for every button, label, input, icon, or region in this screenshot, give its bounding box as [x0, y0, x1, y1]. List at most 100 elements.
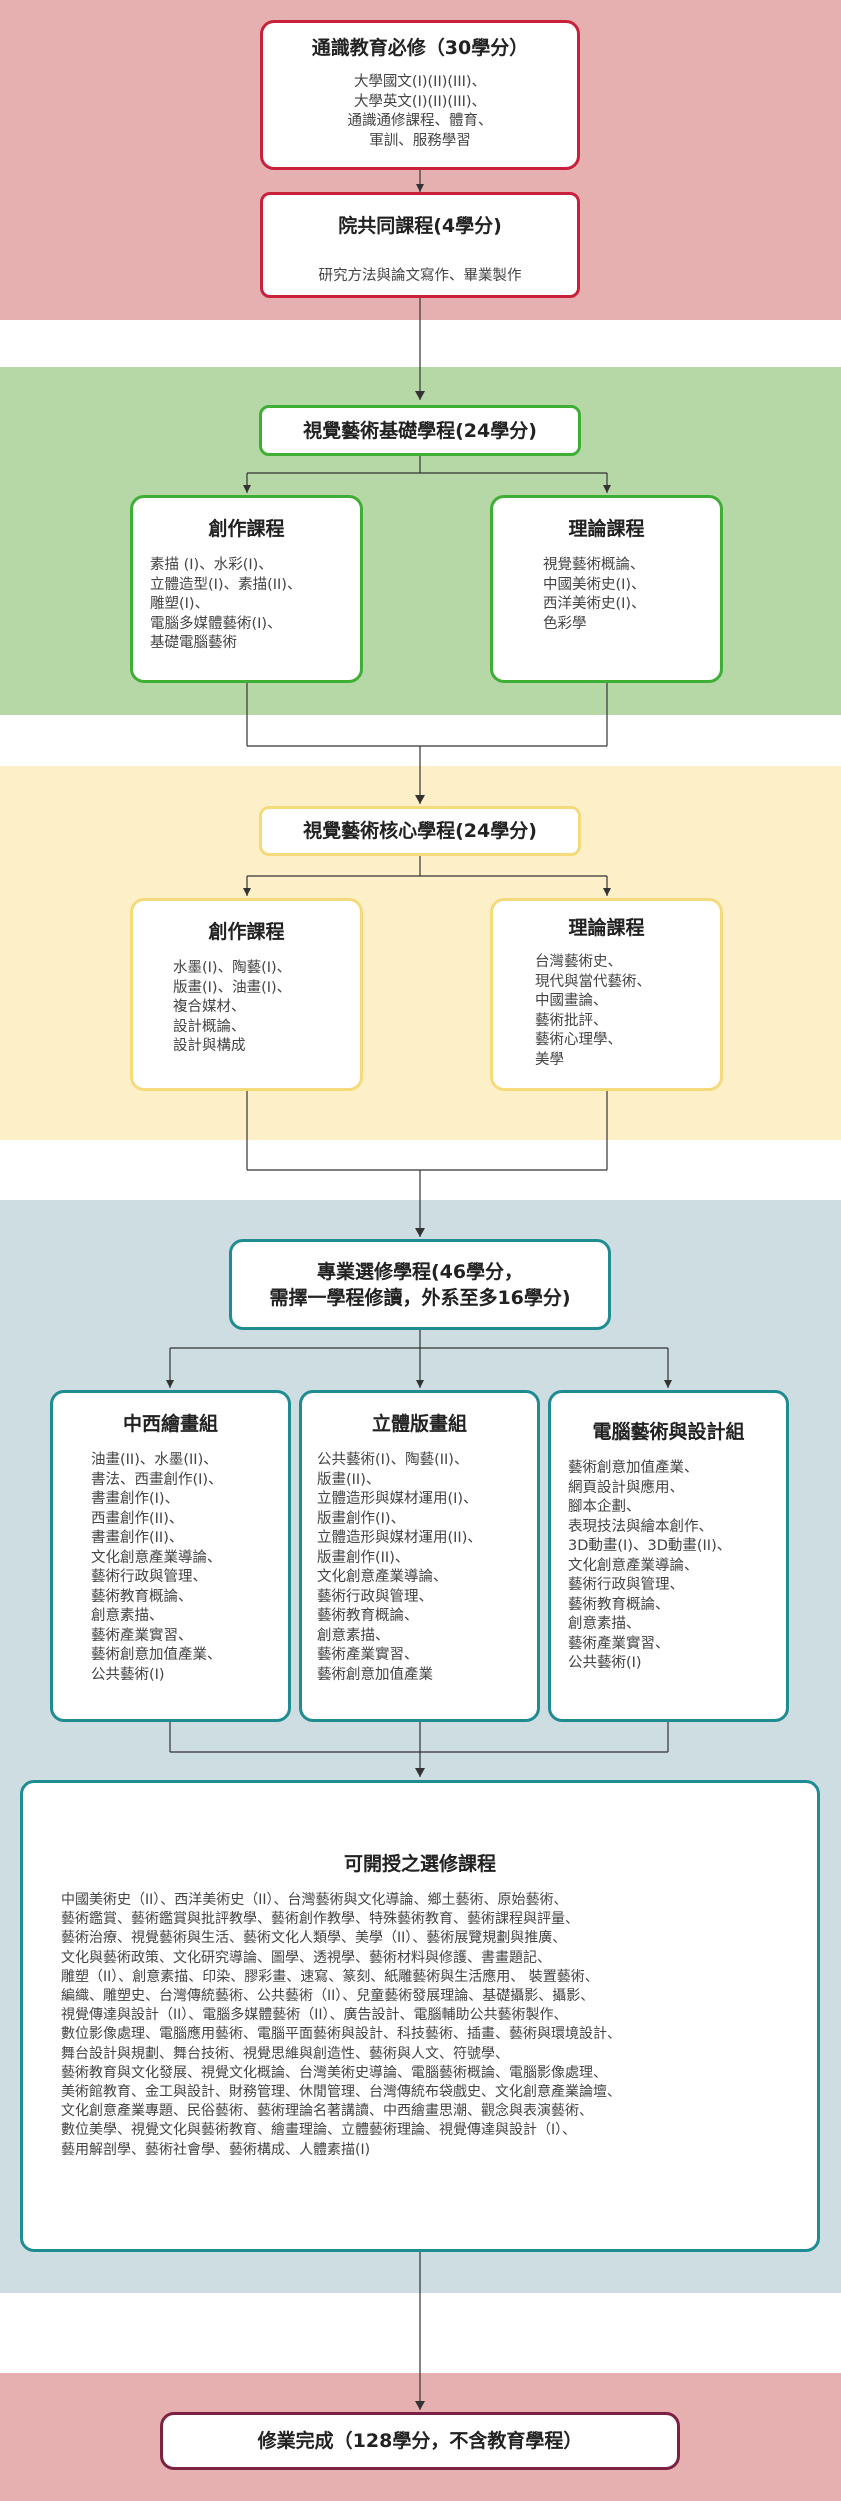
- course-line: 藝術教育概論、: [317, 1608, 419, 1624]
- course-line: 雕塑(I)、: [150, 596, 210, 612]
- course-line: 藝術產業實習、: [317, 1647, 419, 1663]
- course-line: 設計概論、: [173, 1018, 246, 1035]
- open-electives-courses: 中國美術史（II）、西洋美術史（II）、台灣藝術與文化導論、鄉土藝術、原始藝術、…: [23, 1891, 817, 2160]
- course-line: 中國美術史（II）、西洋美術史（II）、台灣藝術與文化導論、鄉土藝術、原始藝術、: [61, 1892, 568, 1908]
- course-line: 油畫(II)、水墨(II)、: [91, 1452, 218, 1468]
- digital-group-box: 電腦藝術與設計組 藝術創意加值產業、 網頁設計與應用、 腳本企劃、 表現技法與繪…: [548, 1390, 789, 1722]
- completion-title: 修業完成（128學分，不含教育學程）: [257, 2430, 583, 2452]
- college-common-detail: [260, 192, 580, 256]
- course-line: 藝術教育概論、: [568, 1596, 670, 1613]
- course-line: 公共藝術(I): [568, 1655, 642, 1671]
- course-line: 西洋美術史(I)、: [543, 596, 646, 612]
- elective-program-title-line1: 專業選修學程(46學分，: [316, 1260, 524, 1283]
- core-program-title: 視覺藝術核心學程(24學分): [303, 820, 537, 842]
- course-line: 創意素描、: [91, 1608, 164, 1624]
- core-creative-courses: 水墨(I)、陶藝(I)、 版畫(I)、油畫(I)、 複合媒材、 設計概論、 設計…: [133, 959, 360, 1057]
- college-common-courses: 研究方法與論文寫作、畢業製作: [318, 268, 522, 284]
- course-line: 文化與藝術政策、文化研究導論、圖學、透視學、藝術材料與修護、書畫題記、: [61, 1949, 551, 1966]
- course-line: 數位美學、視覺文化與藝術教育、繪畫理論、立體藝術理論、視覺傳達與設計（I）、: [61, 2122, 577, 2139]
- course-line: 藝術教育與文化發展、視覺文化概論、台灣美術史導論、電腦藝術概論、電腦影像處理、: [61, 2064, 607, 2081]
- course-line: 軍訓、服務學習: [369, 132, 471, 149]
- core-theory-box: 理論課程 台灣藝術史、 現代與當代藝術、 中國畫論、 藝術批評、 藝術心理學、 …: [490, 898, 723, 1091]
- course-line: 藝術治療、視覺藝術與生活、藝術文化人類學、美學（II）、藝術展覽規劃與推廣、: [61, 1930, 567, 1947]
- basic-theory-box: 理論課程 視覺藝術概論、 中國美術史(I)、 西洋美術史(I)、 色彩學: [490, 495, 723, 683]
- course-line: 電腦多媒體藝術(I)、: [150, 615, 282, 632]
- painting-group-title: 中西繪畫組: [122, 1413, 218, 1435]
- course-line: 大學國文(I)(II)(III)、: [353, 74, 487, 90]
- basic-creative-box: 創作課程 素描 (I)、水彩(I)、 立體造型(I)、素描(II)、 雕塑(I)…: [130, 495, 363, 683]
- course-line: 文化創意產業專題、民俗藝術、藝術理論名著講讀、中西繪畫思潮、觀念與表演藝術、: [61, 2103, 593, 2120]
- core-theory-courses: 台灣藝術史、 現代與當代藝術、 中國畫論、 藝術批評、 藝術心理學、 美學: [493, 953, 720, 1070]
- painting-group-box: 中西繪畫組 油畫(II)、水墨(II)、 書法、西畫創作(I)、 書畫創作(I)…: [50, 1390, 291, 1722]
- course-line: 立體造形與媒材運用(I)、: [317, 1491, 478, 1507]
- course-line: 複合媒材、: [173, 999, 246, 1015]
- basic-theory-title: 理論課程: [568, 518, 645, 540]
- course-line: 公共藝術(I)、陶藝(II)、: [317, 1452, 469, 1468]
- course-line: 藝術教育概論、: [91, 1588, 193, 1605]
- course-line: 創意素描、: [317, 1627, 390, 1644]
- sculpture-group-title: 立體版畫組: [371, 1413, 467, 1435]
- course-line: 書法、西畫創作(I)、: [91, 1471, 223, 1488]
- course-line: 藝術創意加值產業、: [91, 1647, 222, 1663]
- course-line: 文化創意產業導論、: [91, 1549, 222, 1566]
- course-line: 舞台設計與規劃、舞台技術、視覺思維與創造性、藝術與人文、符號學、: [61, 2045, 509, 2062]
- course-line: 素描 (I)、水彩(I)、: [150, 557, 273, 573]
- course-line: 藝術行政與管理、: [317, 1588, 433, 1605]
- course-line: 中國美術史(I)、: [543, 576, 646, 593]
- general-education-courses: 大學國文(I)(II)(III)、 大學英文(I)(II)(III)、 通識通修…: [263, 73, 577, 151]
- basic-program-title: 視覺藝術基礎學程(24學分): [303, 419, 537, 442]
- course-line: 藝術產業實習、: [568, 1635, 670, 1652]
- basic-program-header: 視覺藝術基礎學程(24學分): [259, 405, 581, 456]
- course-line: 版畫創作(II)、: [317, 1549, 410, 1566]
- elective-program-title-line2: 需擇一學程修讀，外系至多16學分): [269, 1286, 571, 1309]
- course-line: 藝術創意加值產業: [317, 1666, 433, 1683]
- course-line: 雕塑（II）、創意素描、印染、膠彩畫、速寫、篆刻、紙雕藝術與生活應用、 裝置藝術…: [61, 1968, 599, 1985]
- course-line: 文化創意產業導論、: [317, 1569, 448, 1585]
- course-line: 西畫創作(II)、: [91, 1510, 184, 1527]
- basic-creative-title: 創作課程: [208, 518, 285, 540]
- digital-group-courses: 藝術創意加值產業、 網頁設計與應用、 腳本企劃、 表現技法與繪本創作、 3D動畫…: [551, 1459, 786, 1674]
- course-line: 公共藝術(I): [91, 1666, 165, 1683]
- painting-group-courses: 油畫(II)、水墨(II)、 書法、西畫創作(I)、 書畫創作(I)、 西畫創作…: [53, 1451, 288, 1685]
- course-line: 藝術鑑賞、藝術鑑賞與批評教學、藝術創作教學、特殊藝術教育、藝術課程與評量、: [61, 1911, 579, 1928]
- course-line: 藝術心理學、: [535, 1032, 622, 1048]
- course-line: 版畫(I)、油畫(I)、: [173, 979, 292, 996]
- course-line: 編織、雕塑史、台灣傳統藝術、公共藝術（II）、兒童藝術發展理論、基礎攝影、攝影、: [61, 1988, 595, 2005]
- course-line: 色彩學: [543, 615, 587, 632]
- course-line: 設計與構成: [173, 1038, 246, 1054]
- course-line: 立體造形與媒材運用(II)、: [317, 1530, 482, 1546]
- sculpture-group-box: 立體版畫組 公共藝術(I)、陶藝(II)、 版畫(II)、 立體造形與媒材運用(…: [299, 1390, 540, 1722]
- sculpture-group-courses: 公共藝術(I)、陶藝(II)、 版畫(II)、 立體造形與媒材運用(I)、 版畫…: [302, 1451, 537, 1685]
- open-electives-title: 可開授之選修課程: [343, 1853, 496, 1875]
- digital-group-title: 電腦藝術與設計組: [592, 1421, 745, 1443]
- course-line: 藝術行政與管理、: [91, 1569, 207, 1585]
- course-line: 大學英文(I)(II)(III)、: [353, 93, 487, 110]
- college-common-box: 院共同課程(4學分): [260, 192, 580, 298]
- core-creative-title: 創作課程: [208, 921, 285, 943]
- course-line: 藝術創意加值產業、: [568, 1460, 699, 1476]
- course-line: 腳本企劃、: [568, 1499, 641, 1515]
- course-line: 美學: [535, 1051, 564, 1068]
- course-line: 版畫(II)、: [317, 1471, 381, 1488]
- course-line: 藝術行政與管理、: [568, 1577, 684, 1593]
- course-line: 書畫創作(I)、: [91, 1491, 180, 1507]
- course-line: 水墨(I)、陶藝(I)、: [173, 960, 292, 976]
- course-line: 文化創意產業導論、: [568, 1557, 699, 1574]
- core-theory-title: 理論課程: [568, 917, 645, 939]
- course-line: 數位影像處理、電腦應用藝術、電腦平面藝術與設計、科技藝術、插畫、藝術與環境設計、: [61, 2026, 621, 2043]
- course-line: 基礎電腦藝術: [150, 635, 237, 651]
- basic-theory-courses: 視覺藝術概論、 中國美術史(I)、 西洋美術史(I)、 色彩學: [493, 556, 720, 634]
- course-line: 網頁設計與應用、: [568, 1479, 684, 1496]
- course-line: 創意素描、: [568, 1616, 641, 1632]
- basic-creative-courses: 素描 (I)、水彩(I)、 立體造型(I)、素描(II)、 雕塑(I)、 電腦多…: [133, 556, 360, 654]
- course-line: 台灣藝術史、: [535, 954, 622, 970]
- course-line: 藝術批評、: [535, 1012, 608, 1029]
- course-line: 視覺藝術概論、: [543, 557, 645, 573]
- college-common-title: 院共同課程(4學分): [338, 215, 502, 237]
- course-line: 表現技法與繪本創作、: [568, 1518, 713, 1535]
- general-education-title: 通識教育必修（30學分）: [311, 37, 529, 59]
- course-line: 3D動畫(I)、3D動畫(II)、: [568, 1538, 732, 1554]
- open-electives-box: 可開授之選修課程 中國美術史（II）、西洋美術史（II）、台灣藝術與文化導論、鄉…: [20, 1780, 820, 2252]
- course-line: 視覺傳達與設計（II）、電腦多媒體藝術（II）、廣告設計、電腦輔助公共藝術製作、: [61, 2007, 568, 2024]
